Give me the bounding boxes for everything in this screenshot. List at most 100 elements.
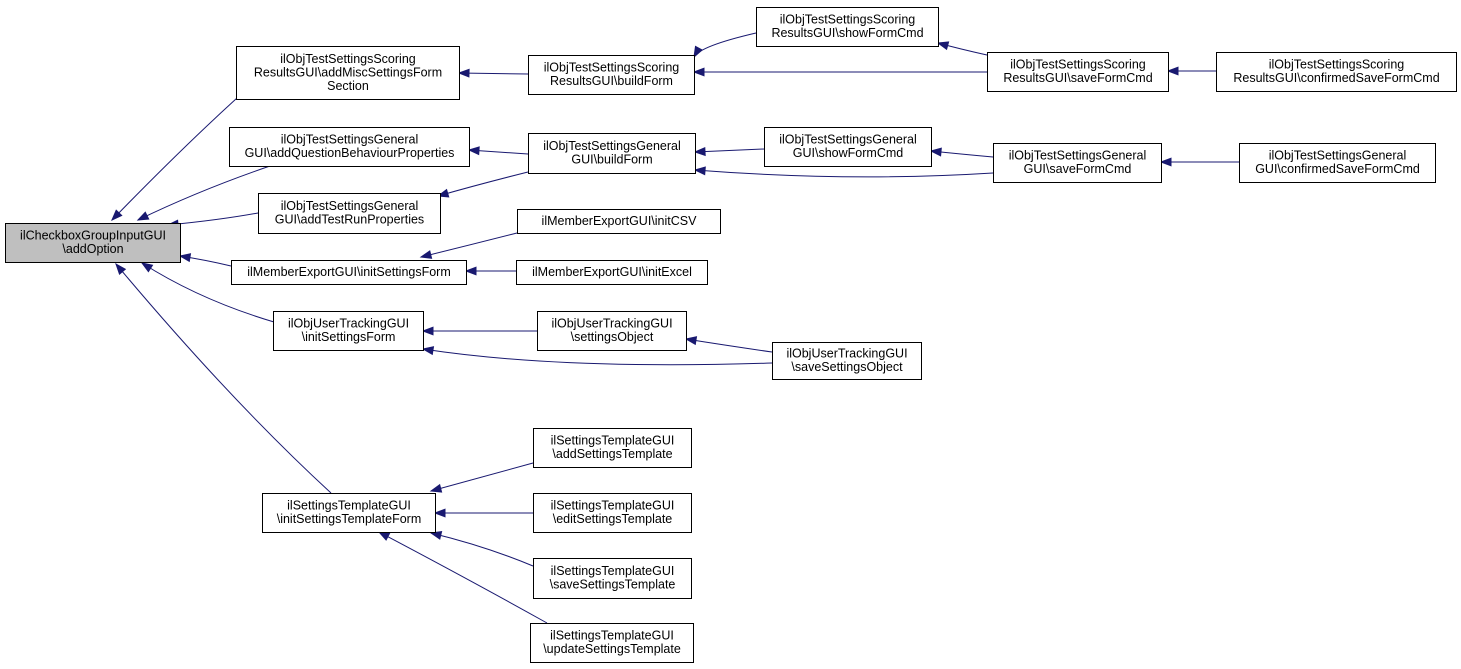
node-label-line: \saveSettingsObject	[791, 360, 903, 374]
node-box[interactable]	[528, 133, 696, 174]
node-label-line: ResultsGUI\buildForm	[550, 74, 673, 88]
edge-memberexport-initsettingsform-to-ilcheckboxgroupinputgui-addoption	[178, 253, 232, 267]
node-label-line: ilObjUserTrackingGUI	[786, 347, 907, 361]
edge-settingstemplate-savesettingstemplate-to-settingstemplate-initsettingstemplateform	[429, 531, 534, 567]
node-box[interactable]	[517, 209, 721, 234]
node-label-line: ilSettingsTemplateGUI	[287, 499, 411, 513]
node-box[interactable]	[236, 46, 460, 100]
node-label-line: ilObjUserTrackingGUI	[288, 317, 409, 331]
edge-settingstemplate-editsettingstemplate-to-settingstemplate-initsettingstemplateform	[433, 508, 533, 518]
node-label-line: \addOption	[62, 242, 123, 256]
node-label-line: GUI\showFormCmd	[793, 146, 903, 160]
node-label-line: ilObjTestSettingsGeneral	[281, 133, 419, 147]
node-memberexport-initsettingsform[interactable]: ilMemberExportGUI\initSettingsForm	[231, 260, 467, 285]
node-scoring-saveformcmd[interactable]: ilObjTestSettingsScoringResultsGUI\saveF…	[987, 52, 1169, 92]
edge-general-buildform-to-general-addtestrunproperties	[436, 171, 529, 198]
node-box[interactable]	[1239, 143, 1436, 183]
node-box[interactable]	[764, 127, 932, 167]
node-general-confirmedsaveformcmd[interactable]: ilObjTestSettingsGeneralGUI\confirmedSav…	[1239, 143, 1436, 183]
node-label-line: ilObjTestSettingsScoring	[280, 52, 416, 66]
edge-scoring-saveformcmd-to-scoring-showformcmd	[936, 41, 988, 56]
edge-scoring-saveformcmd-to-scoring-buildform	[692, 67, 987, 77]
edge-line	[167, 212, 259, 226]
edge-line	[420, 232, 518, 258]
edge-general-saveformcmd-to-general-showformcmd	[929, 147, 994, 158]
arrowhead-icon	[115, 262, 127, 275]
node-label-line: ilObjTestSettingsGeneral	[543, 139, 681, 153]
arrowhead-icon	[136, 211, 150, 221]
node-label-line: \updateSettingsTemplate	[543, 642, 681, 656]
node-scoring-showformcmd[interactable]: ilObjTestSettingsScoringResultsGUI\showF…	[756, 7, 939, 47]
arrowhead-icon	[693, 166, 706, 176]
arrowhead-icon	[684, 336, 698, 346]
arrowhead-icon	[178, 253, 192, 263]
node-box[interactable]	[516, 260, 708, 285]
node-label-line: ilMemberExportGUI\initSettingsForm	[247, 265, 451, 279]
node-box[interactable]	[533, 428, 692, 468]
edge-memberexport-initexcel-to-memberexport-initsettingsform	[464, 266, 516, 276]
edge-line	[141, 262, 275, 323]
node-general-addquestionbehaviourproperties[interactable]: ilObjTestSettingsGeneralGUI\addQuestionB…	[229, 127, 470, 167]
edge-line	[693, 32, 757, 58]
arrowhead-icon	[1159, 157, 1172, 167]
edge-line	[430, 532, 534, 567]
node-settingstemplate-savesettingstemplate[interactable]: ilSettingsTemplateGUI\saveSettingsTempla…	[533, 558, 692, 599]
node-label-line: ilMemberExportGUI\initExcel	[532, 265, 692, 279]
node-label-line: GUI\buildForm	[571, 153, 652, 167]
node-label-line: ilSettingsTemplateGUI	[550, 629, 674, 643]
node-label-line: GUI\saveFormCmd	[1024, 162, 1132, 176]
edge-usertracking-savesettingsobject-to-usertracking-settingsobject	[684, 336, 773, 353]
node-box[interactable]	[993, 143, 1162, 183]
arrowhead-icon	[464, 266, 477, 276]
node-box[interactable]	[756, 7, 939, 47]
node-box[interactable]	[772, 342, 922, 380]
node-label-line: ResultsGUI\saveFormCmd	[1003, 71, 1152, 85]
node-box[interactable]	[262, 493, 436, 533]
node-scoring-buildform[interactable]: ilObjTestSettingsScoringResultsGUI\build…	[528, 55, 695, 95]
node-label-line: \settingsObject	[571, 330, 654, 344]
node-box[interactable]	[987, 52, 1169, 92]
node-settingstemplate-editsettingstemplate[interactable]: ilSettingsTemplateGUI\editSettingsTempla…	[533, 493, 692, 533]
node-usertracking-initsettingsform[interactable]: ilObjUserTrackingGUI\initSettingsForm	[273, 311, 424, 351]
node-box[interactable]	[537, 311, 687, 351]
edges-layer	[111, 32, 1239, 624]
node-usertracking-settingsobject[interactable]: ilObjUserTrackingGUI\settingsObject	[537, 311, 687, 351]
node-label-line: ResultsGUI\addMiscSettingsForm	[254, 65, 442, 79]
node-box[interactable]	[533, 493, 692, 533]
node-label-line: \initSettingsForm	[302, 330, 396, 344]
node-memberexport-initcsv[interactable]: ilMemberExportGUI\initCSV	[517, 209, 721, 234]
node-general-addtestrunproperties[interactable]: ilObjTestSettingsGeneralGUI\addTestRunPr…	[258, 193, 441, 234]
arrowhead-icon	[111, 209, 123, 222]
arrowhead-icon	[457, 68, 470, 78]
node-scoring-confirmedsaveformcmd[interactable]: ilObjTestSettingsScoringResultsGUI\confi…	[1216, 52, 1457, 92]
node-box[interactable]	[273, 311, 424, 351]
node-label-line: ilObjTestSettingsScoring	[1010, 58, 1146, 72]
edge-line	[458, 72, 529, 75]
arrowhead-icon	[1166, 66, 1179, 76]
node-box[interactable]	[231, 260, 467, 285]
node-box[interactable]	[1216, 52, 1457, 92]
node-box[interactable]	[258, 193, 441, 234]
arrowhead-icon	[140, 262, 154, 273]
node-label-line: GUI\confirmedSaveFormCmd	[1255, 162, 1420, 176]
node-box[interactable]	[533, 558, 692, 599]
node-memberexport-initexcel[interactable]: ilMemberExportGUI\initExcel	[516, 260, 708, 285]
node-usertracking-savesettingsobject[interactable]: ilObjUserTrackingGUI\saveSettingsObject	[772, 342, 922, 380]
node-box[interactable]	[530, 623, 694, 663]
node-settingstemplate-updatesettingstemplate[interactable]: ilSettingsTemplateGUI\updateSettingsTemp…	[530, 623, 694, 663]
node-ilcheckboxgroupinputgui-addoption: ilCheckboxGroupInputGUI\addOption	[5, 223, 181, 263]
node-settingstemplate-initsettingstemplateform[interactable]: ilSettingsTemplateGUI\initSettingsTempla…	[262, 493, 436, 533]
edge-scoring-buildform-to-scoring-addmiscsettingsformsection	[457, 68, 529, 78]
edge-settingstemplate-addsettingstemplate-to-settingstemplate-initsettingstemplateform	[429, 462, 534, 493]
node-scoring-addmiscsettingsformsection[interactable]: ilObjTestSettingsScoringResultsGUI\addMi…	[236, 46, 460, 100]
edge-line	[694, 148, 765, 153]
edge-memberexport-initcsv-to-memberexport-initsettingsform	[419, 232, 518, 259]
arrowhead-icon	[377, 531, 391, 541]
node-box[interactable]	[229, 127, 470, 167]
edge-line	[694, 169, 994, 178]
node-box[interactable]	[528, 55, 695, 95]
node-settingstemplate-addsettingstemplate[interactable]: ilSettingsTemplateGUI\addSettingsTemplat…	[533, 428, 692, 468]
